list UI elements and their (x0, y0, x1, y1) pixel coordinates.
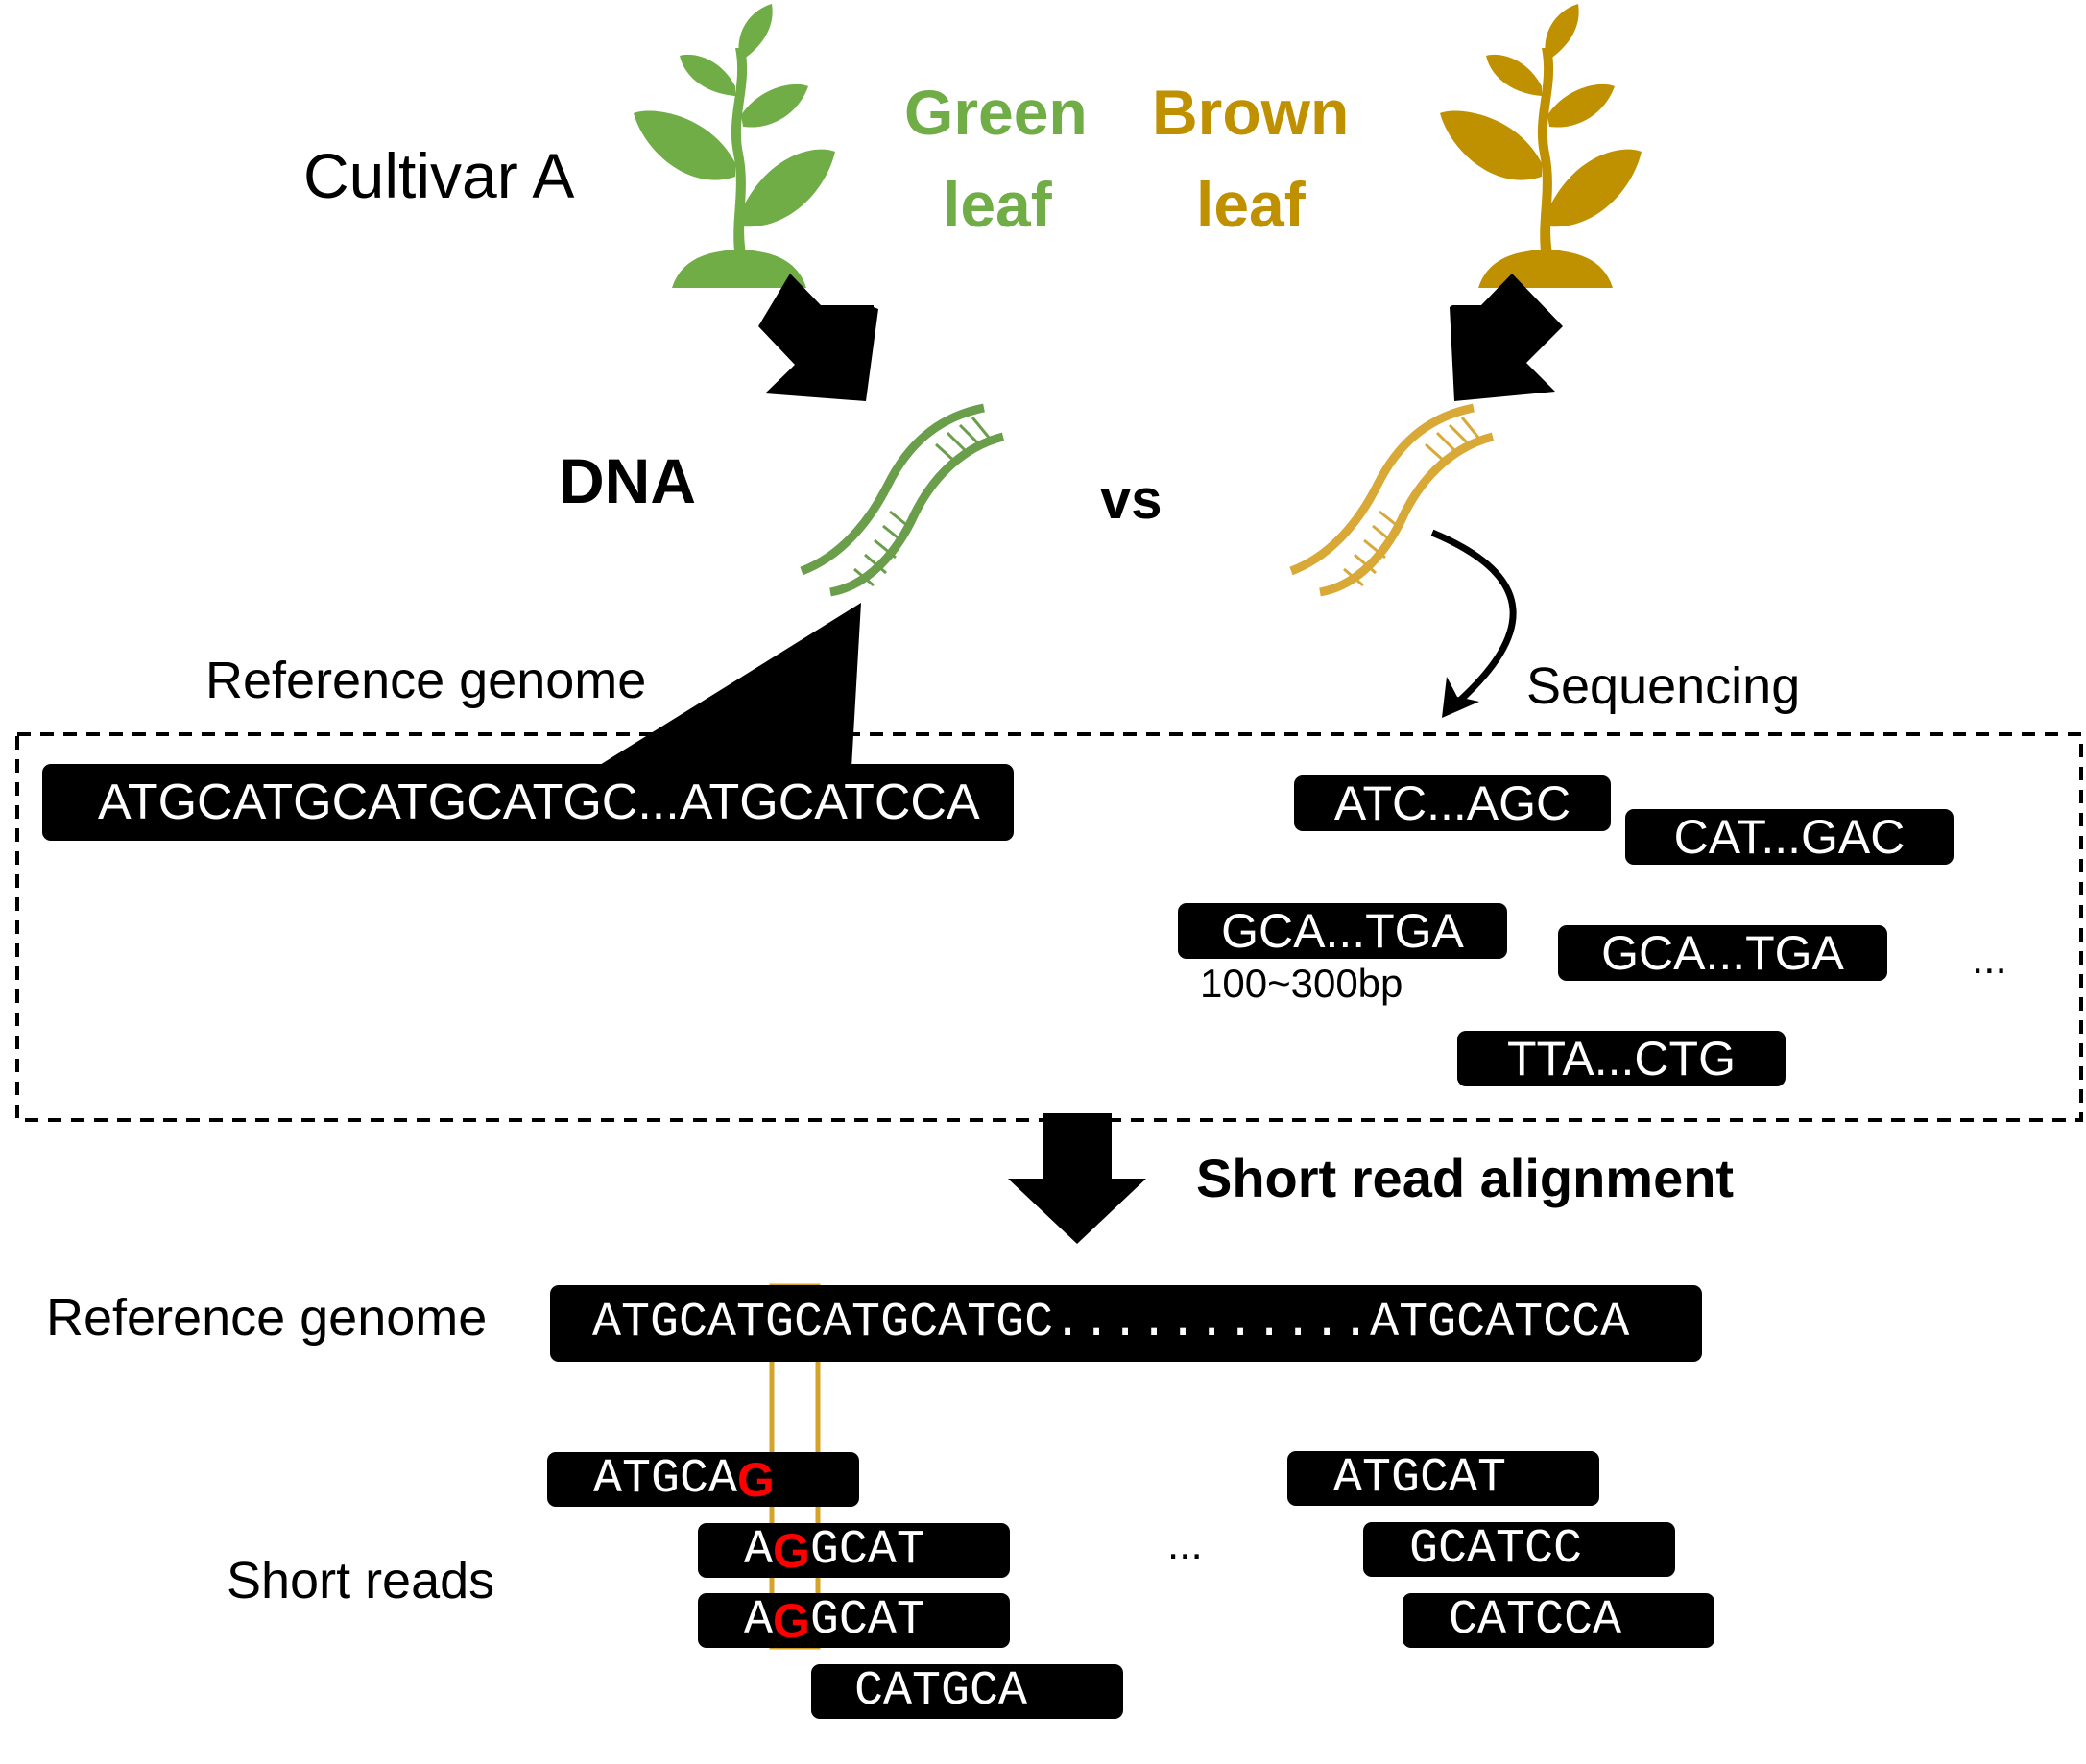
short-reads-label: Short reads (227, 1552, 495, 1609)
reference-suffix: GCATGCATGC...........ATGCATCCA (765, 1296, 1630, 1350)
plant-icon-brown (1440, 4, 1642, 288)
sequencing-read: TTA...CTG (1457, 1031, 1786, 1086)
curved-arrow-icon (1430, 529, 1517, 708)
dna-helix-icon-green (802, 408, 1003, 592)
short-read: GCATCC (1363, 1522, 1675, 1577)
dna-label: DNA (559, 445, 696, 516)
variant-base: G (773, 1593, 810, 1648)
variant-base: G (773, 1523, 810, 1578)
sequencing-read: GCA...TGA (1558, 925, 1887, 981)
sequencing-read: CAT...GAC (1625, 809, 1954, 865)
vs-label: vs (1100, 468, 1163, 531)
short-read-alignment-label: Short read alignment (1196, 1148, 1735, 1208)
ellipsis-bottom: ... (1167, 1521, 1203, 1568)
zoom-triangle (595, 603, 861, 768)
brown-leaf-label-line1: Brown (1152, 77, 1350, 148)
ellipsis-top: ... (1972, 936, 2007, 983)
dna-helix-icon-brown (1291, 408, 1493, 592)
reference-highlight-base: T (736, 1296, 766, 1350)
short-read: ATGCAT (1287, 1451, 1599, 1506)
arrow-down-right-icon (758, 274, 878, 401)
sequencing-read: ATC...AGC (1294, 775, 1611, 831)
reference-sequence-top: ATGCATGCATGCATGC...ATGCATCCA (42, 764, 1014, 841)
short-read: CATCCA (1403, 1593, 1714, 1648)
short-read: CATGCA (811, 1664, 1123, 1719)
arrow-down-icon (1008, 1113, 1146, 1244)
reference-prefix: ATGCA (592, 1296, 737, 1350)
brown-leaf-label-line2: leaf (1196, 169, 1306, 240)
reference-genome-label-bottom: Reference genome (46, 1289, 488, 1347)
sequencing-read: GCA...TGA (1178, 903, 1507, 959)
cultivar-label: Cultivar A (303, 140, 575, 211)
green-leaf-label-line2: leaf (943, 169, 1052, 240)
read-length-label: 100~300bp (1200, 961, 1403, 1006)
arrow-down-left-icon (1450, 274, 1563, 401)
reference-genome-label-top: Reference genome (205, 652, 647, 709)
variant-base: G (737, 1452, 775, 1507)
sequencing-label: Sequencing (1526, 657, 1801, 715)
green-leaf-label-line1: Green (904, 77, 1088, 148)
plant-icon-green (634, 4, 835, 288)
